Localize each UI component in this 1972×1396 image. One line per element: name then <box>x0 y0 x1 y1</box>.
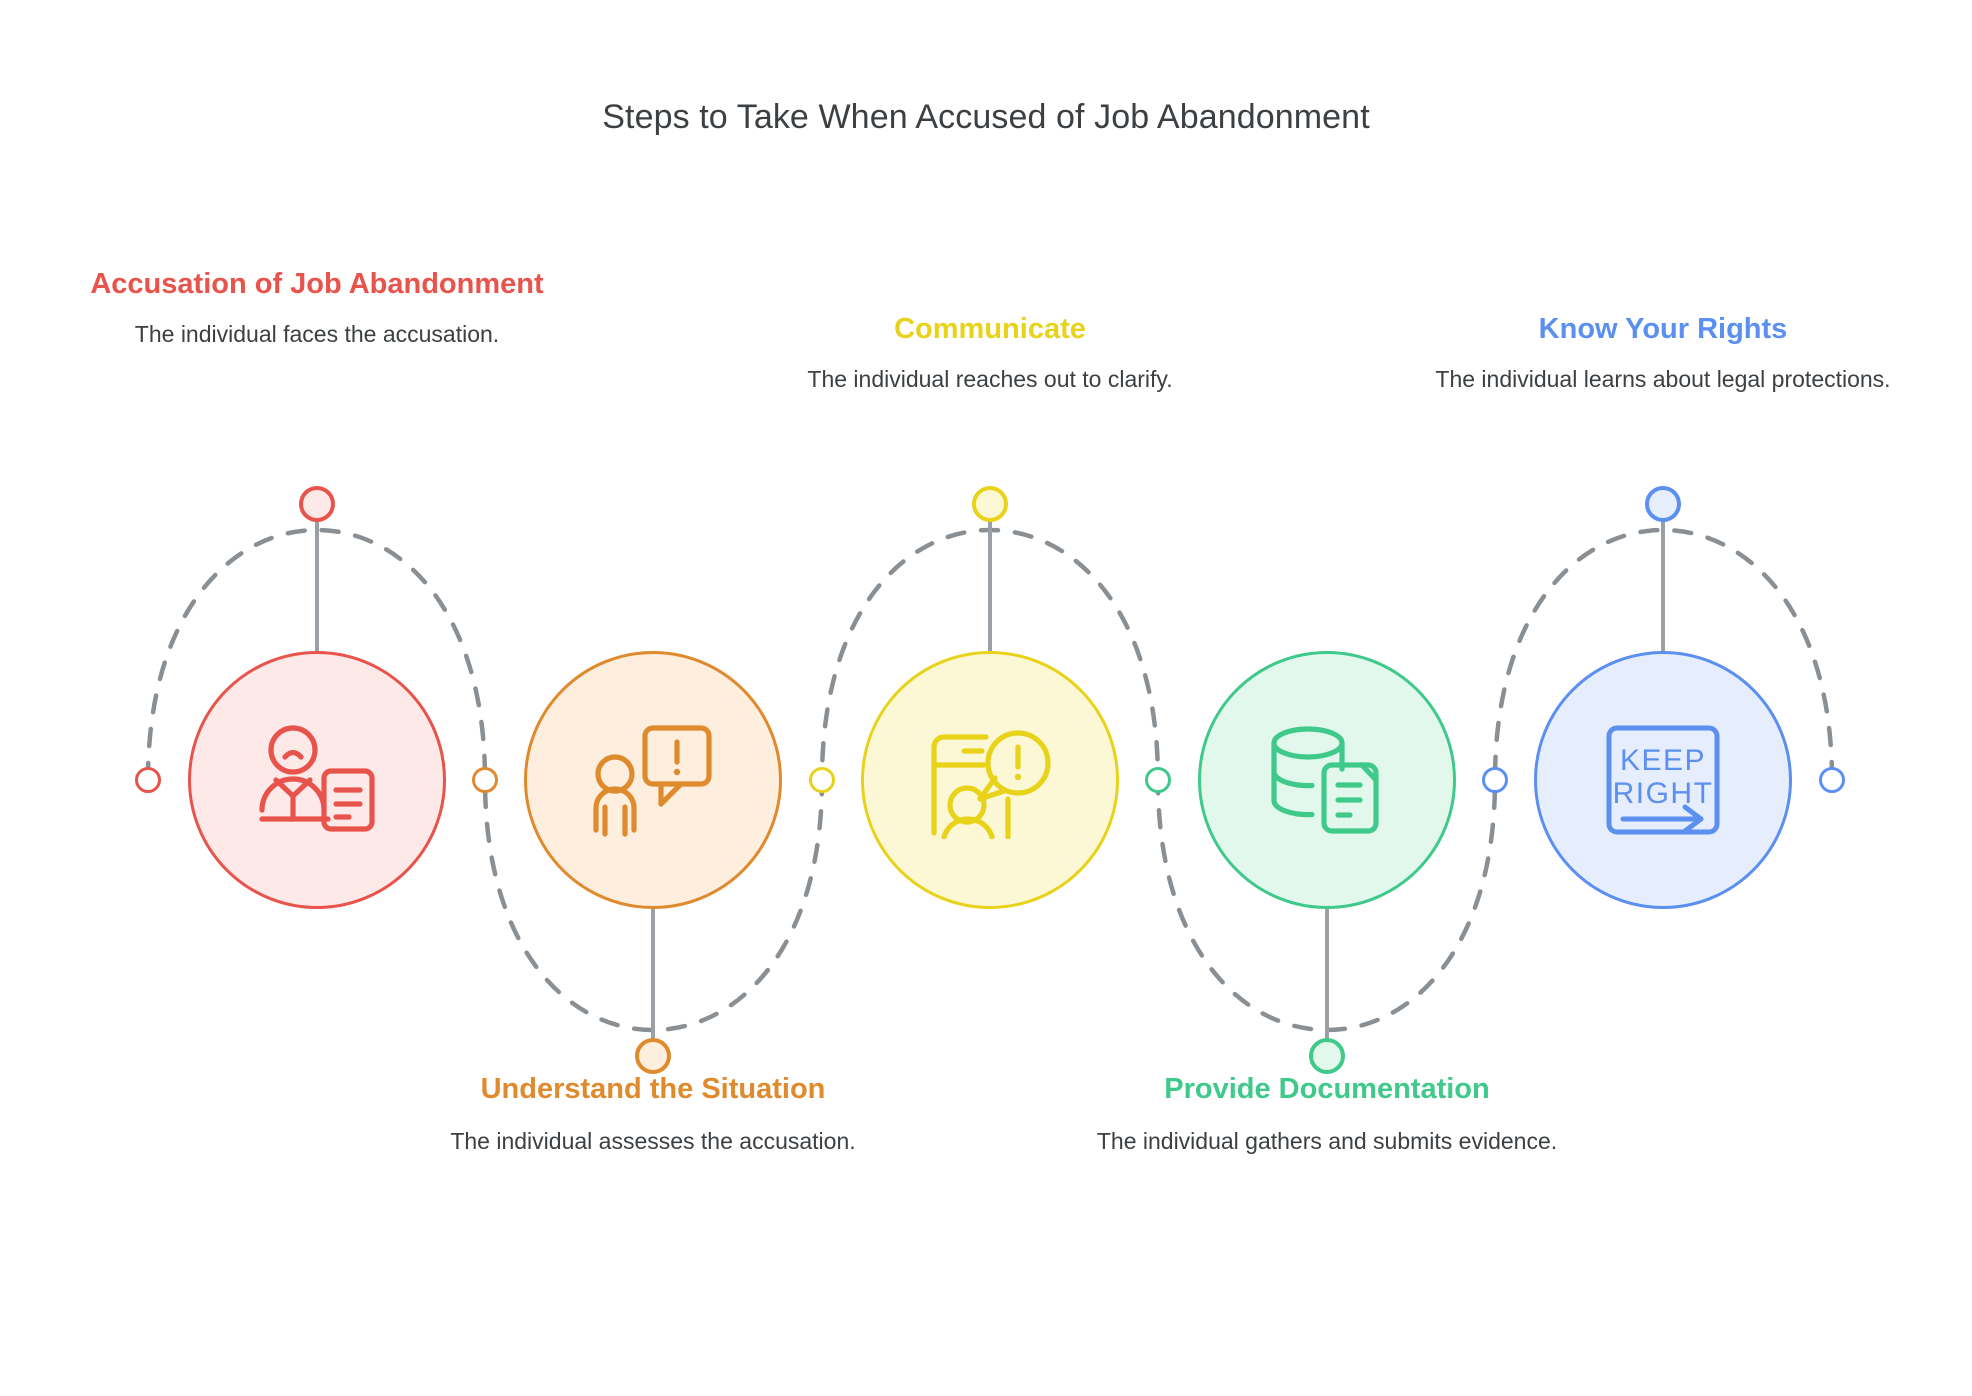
step-description: The individual learns about legal protec… <box>1435 366 1891 393</box>
step-description: The individual gathers and submits evide… <box>1096 1128 1558 1155</box>
step-stem <box>315 506 319 651</box>
step-heading: Know Your Rights <box>1538 313 1788 345</box>
step-text-know-your-rights: Know Your Rights The individual learns a… <box>1418 310 1908 396</box>
step-text-communicate: Communicate The individual reaches out t… <box>745 310 1235 396</box>
step-stem <box>651 909 655 1054</box>
person-card-alert-bubble-icon <box>931 730 1051 839</box>
step-pin-dot <box>299 486 335 522</box>
step-bubble[interactable] <box>1198 651 1456 909</box>
sad-person-document-icon <box>259 725 375 832</box>
keep-right-sign-icon: KEEP RIGHT <box>1606 725 1720 835</box>
database-document-icon <box>1271 726 1379 834</box>
sign-line-2: RIGHT <box>1613 777 1714 810</box>
step-pin-dot <box>1309 1038 1345 1074</box>
step-text-provide-documentation: Provide Documentation The individual gat… <box>1082 1070 1572 1158</box>
sign-line-1: KEEP <box>1620 744 1706 777</box>
step-text-understand-the-situation: Understand the Situation The individual … <box>408 1070 898 1158</box>
step-stem <box>1325 909 1329 1054</box>
wave-dot-end <box>1819 767 1845 793</box>
step-description: The individual faces the accusation. <box>134 321 500 348</box>
step-pin-dot <box>635 1038 671 1074</box>
step-bubble[interactable] <box>524 651 782 909</box>
step-stem <box>988 506 992 651</box>
step-pin-dot <box>1645 486 1681 522</box>
step-heading: Communicate <box>894 313 1086 345</box>
person-alert-speech-bubble-icon <box>593 725 712 837</box>
wave-dot-4 <box>1482 767 1508 793</box>
wave-dot-3 <box>1145 767 1171 793</box>
step-heading: Provide Documentation <box>1164 1073 1490 1105</box>
step-bubble[interactable] <box>188 651 446 909</box>
page-title: Steps to Take When Accused of Job Abando… <box>602 98 1370 136</box>
step-description: The individual assesses the accusation. <box>450 1128 856 1155</box>
step-heading: Accusation of Job Abandonment <box>90 268 544 300</box>
wave-dot-2 <box>809 767 835 793</box>
step-description: The individual reaches out to clarify. <box>807 366 1173 393</box>
step-text-accusation-of-job-abandonment: Accusation of Job Abandonment The indivi… <box>72 265 562 351</box>
step-bubble[interactable] <box>861 651 1119 909</box>
step-stem <box>1661 506 1665 651</box>
step-heading: Understand the Situation <box>480 1073 826 1105</box>
wave-dot-1 <box>472 767 498 793</box>
step-bubble[interactable]: KEEP RIGHT <box>1534 651 1792 909</box>
step-pin-dot <box>972 486 1008 522</box>
wave-dot-start <box>135 767 161 793</box>
